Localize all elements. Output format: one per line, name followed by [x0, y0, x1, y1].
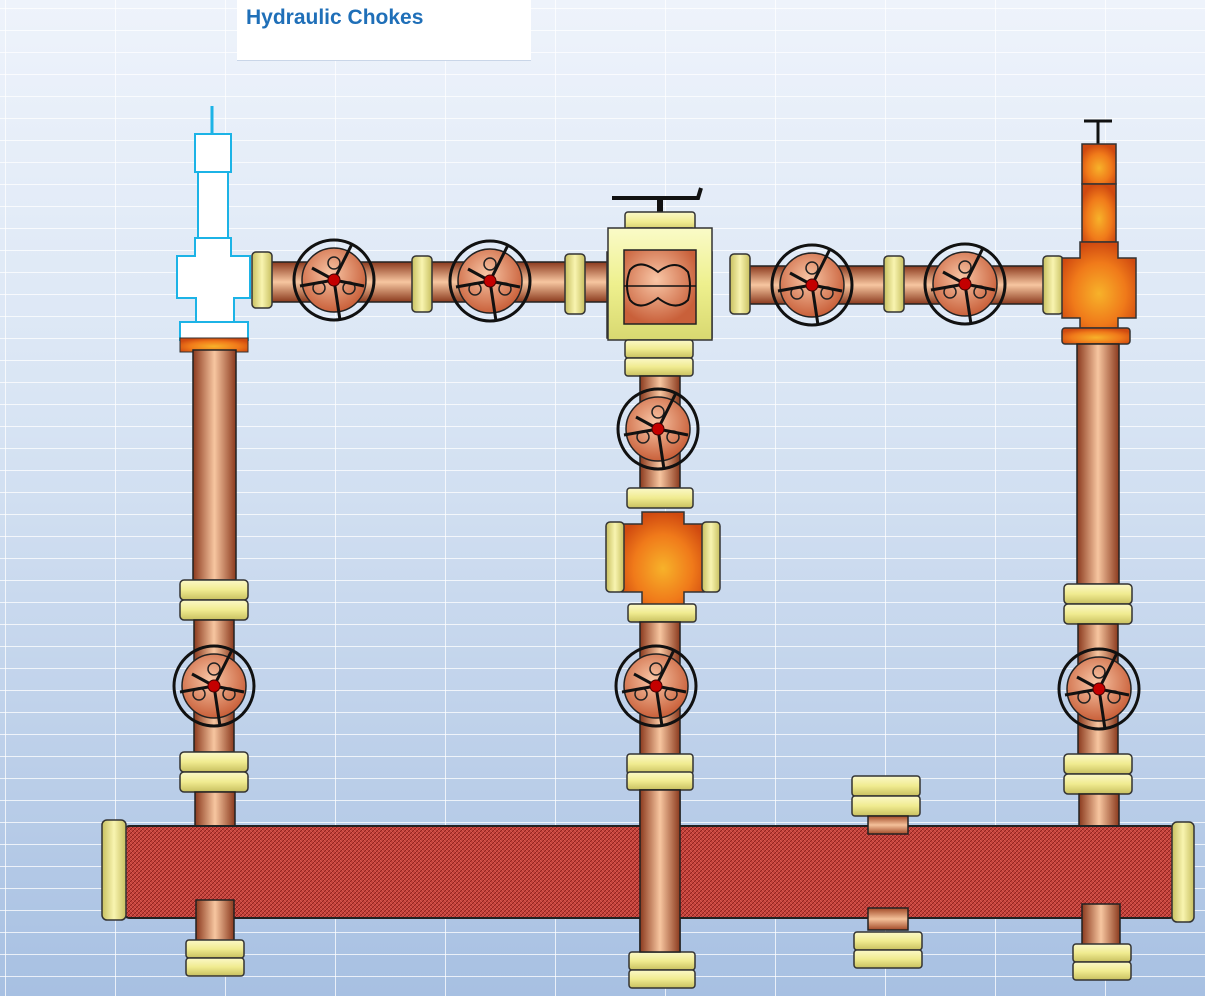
diagram-title: Hydraulic Chokes — [246, 6, 424, 29]
gate-valve-center-lower[interactable] — [614, 644, 698, 728]
gate-valve-top-1[interactable] — [292, 238, 376, 322]
right-vertical-line — [1063, 343, 1133, 835]
left-hydraulic-choke[interactable] — [176, 106, 251, 353]
right-hydraulic-choke[interactable] — [1061, 119, 1137, 345]
gate-valve-center-upper[interactable] — [616, 387, 700, 471]
bottom-header-manifold — [101, 789, 1195, 953]
gate-valve-top-3[interactable] — [770, 243, 854, 327]
gate-valve-left-lower[interactable] — [172, 644, 256, 728]
gate-valve-right-lower[interactable] — [1057, 647, 1141, 731]
gate-valve-top-2[interactable] — [448, 239, 532, 323]
title-box: Hydraulic Chokes — [237, 0, 531, 61]
gate-valve-top-4[interactable] — [923, 242, 1007, 326]
center-cross-fitting[interactable] — [606, 187, 713, 377]
left-vertical-line — [179, 349, 249, 835]
header-outlets — [185, 775, 1132, 981]
